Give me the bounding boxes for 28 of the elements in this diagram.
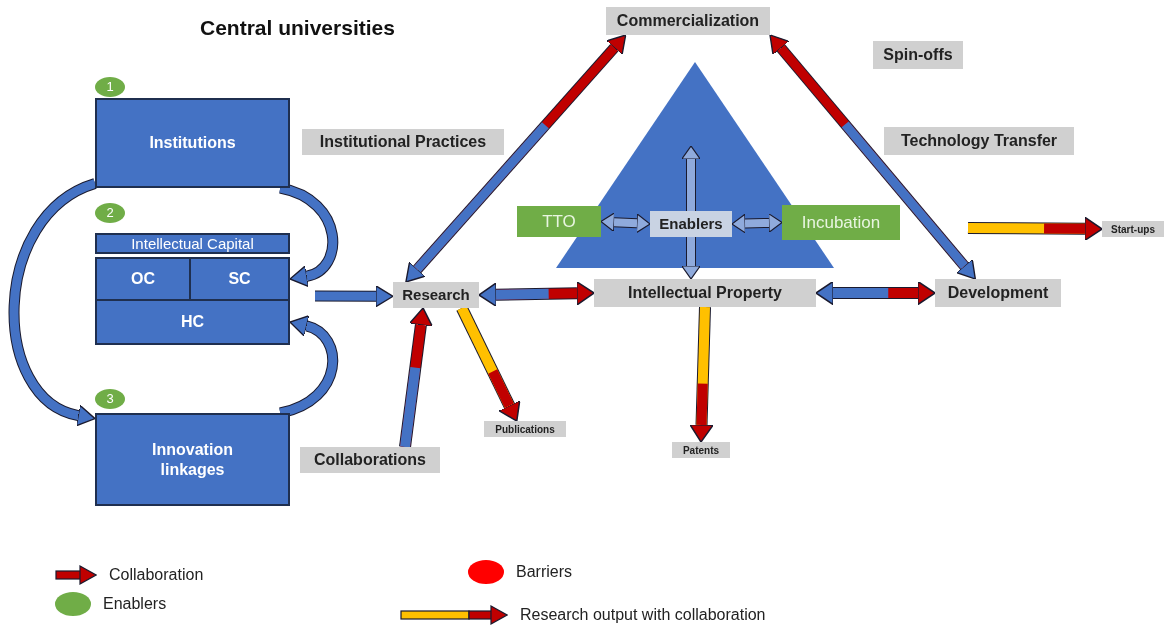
legend-text: Barriers [516, 562, 572, 582]
legend-text: Enablers [103, 594, 167, 614]
highlighted-label: Research [393, 282, 479, 308]
highlighted-label: Patents [672, 442, 730, 458]
highlighted-label: Start-ups [1102, 221, 1164, 237]
process-box: Innovation linkages [95, 413, 290, 506]
number-badge: 3 [95, 389, 125, 409]
highlighted-label: Collaborations [300, 447, 440, 473]
diagram-title: Central universities [200, 15, 395, 41]
highlighted-label: Publications [484, 421, 566, 437]
header-bar: Intellectual Capital [95, 233, 290, 254]
process-box: Institutions [95, 98, 290, 188]
legend-text: Collaboration [109, 565, 204, 585]
tag-box: TTO [517, 206, 601, 237]
highlighted-label: Development [935, 279, 1061, 307]
process-box: HC [95, 299, 290, 345]
highlighted-label: Institutional Practices [302, 129, 504, 155]
tag-box: Incubation [782, 205, 900, 240]
process-box: SC [189, 257, 290, 301]
number-badge: 2 [95, 203, 125, 223]
number-badge: 1 [95, 77, 125, 97]
highlighted-label: Technology Transfer [884, 127, 1074, 155]
process-box: OC [95, 257, 191, 301]
highlighted-label: Spin-offs [873, 41, 963, 69]
legend-text: Research output with collaboration [520, 605, 766, 625]
highlighted-label: Commercialization [606, 7, 770, 35]
highlighted-label: Enablers [650, 211, 732, 237]
highlighted-label: Intellectual Property [594, 279, 816, 307]
